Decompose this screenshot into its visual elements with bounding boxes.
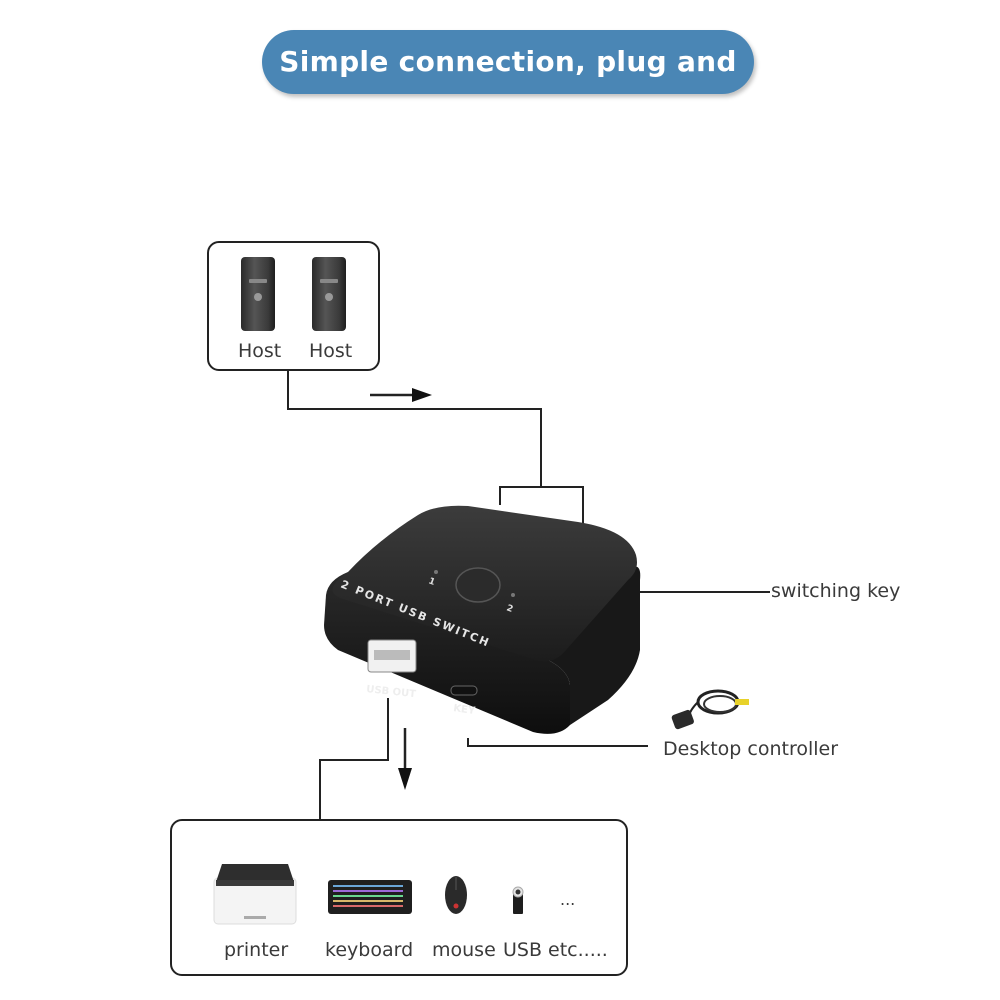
desktop-controller-line	[467, 738, 648, 747]
more-devices-ellipsis: ...	[560, 890, 576, 909]
desktop-tower-icon	[241, 257, 275, 331]
printer-icon	[213, 864, 297, 925]
host-group-box	[207, 241, 380, 371]
flow-arrow-right-head	[412, 388, 432, 402]
device-label-mouse: mouse	[432, 939, 496, 961]
port-2-label: 2	[505, 603, 514, 615]
desktop-controller-icon	[671, 689, 749, 730]
port-1-label: 1	[427, 576, 436, 588]
host-label: Host	[238, 340, 282, 362]
usb-switch-device: 1 2 2 PORT USB SWITCH USB OUT KEY	[324, 505, 641, 734]
host-connector-line	[287, 368, 542, 486]
usb-drive-icon	[512, 886, 524, 914]
host-label: Host	[309, 340, 353, 362]
device-label-usb: USB etc.....	[503, 939, 608, 961]
usb-out-connector-line	[319, 698, 389, 820]
switching-key-button	[455, 567, 501, 603]
desktop-controller-callout: Desktop controller	[663, 738, 839, 760]
key-port-label: KEY	[453, 703, 477, 717]
mouse-icon	[445, 876, 467, 914]
device-label-printer: printer	[224, 939, 289, 961]
key-port	[450, 685, 478, 696]
switching-key-callout: switching key	[771, 580, 901, 602]
keyboard-icon	[328, 880, 412, 914]
usb-out-label: USB OUT	[366, 684, 417, 700]
switch-input-bracket	[499, 486, 584, 530]
desktop-tower-icon	[312, 257, 346, 331]
title-banner: Simple connection, plug and play	[262, 30, 754, 142]
device-label-keyboard: keyboard	[325, 939, 414, 961]
flow-arrow-down-head	[398, 768, 412, 790]
